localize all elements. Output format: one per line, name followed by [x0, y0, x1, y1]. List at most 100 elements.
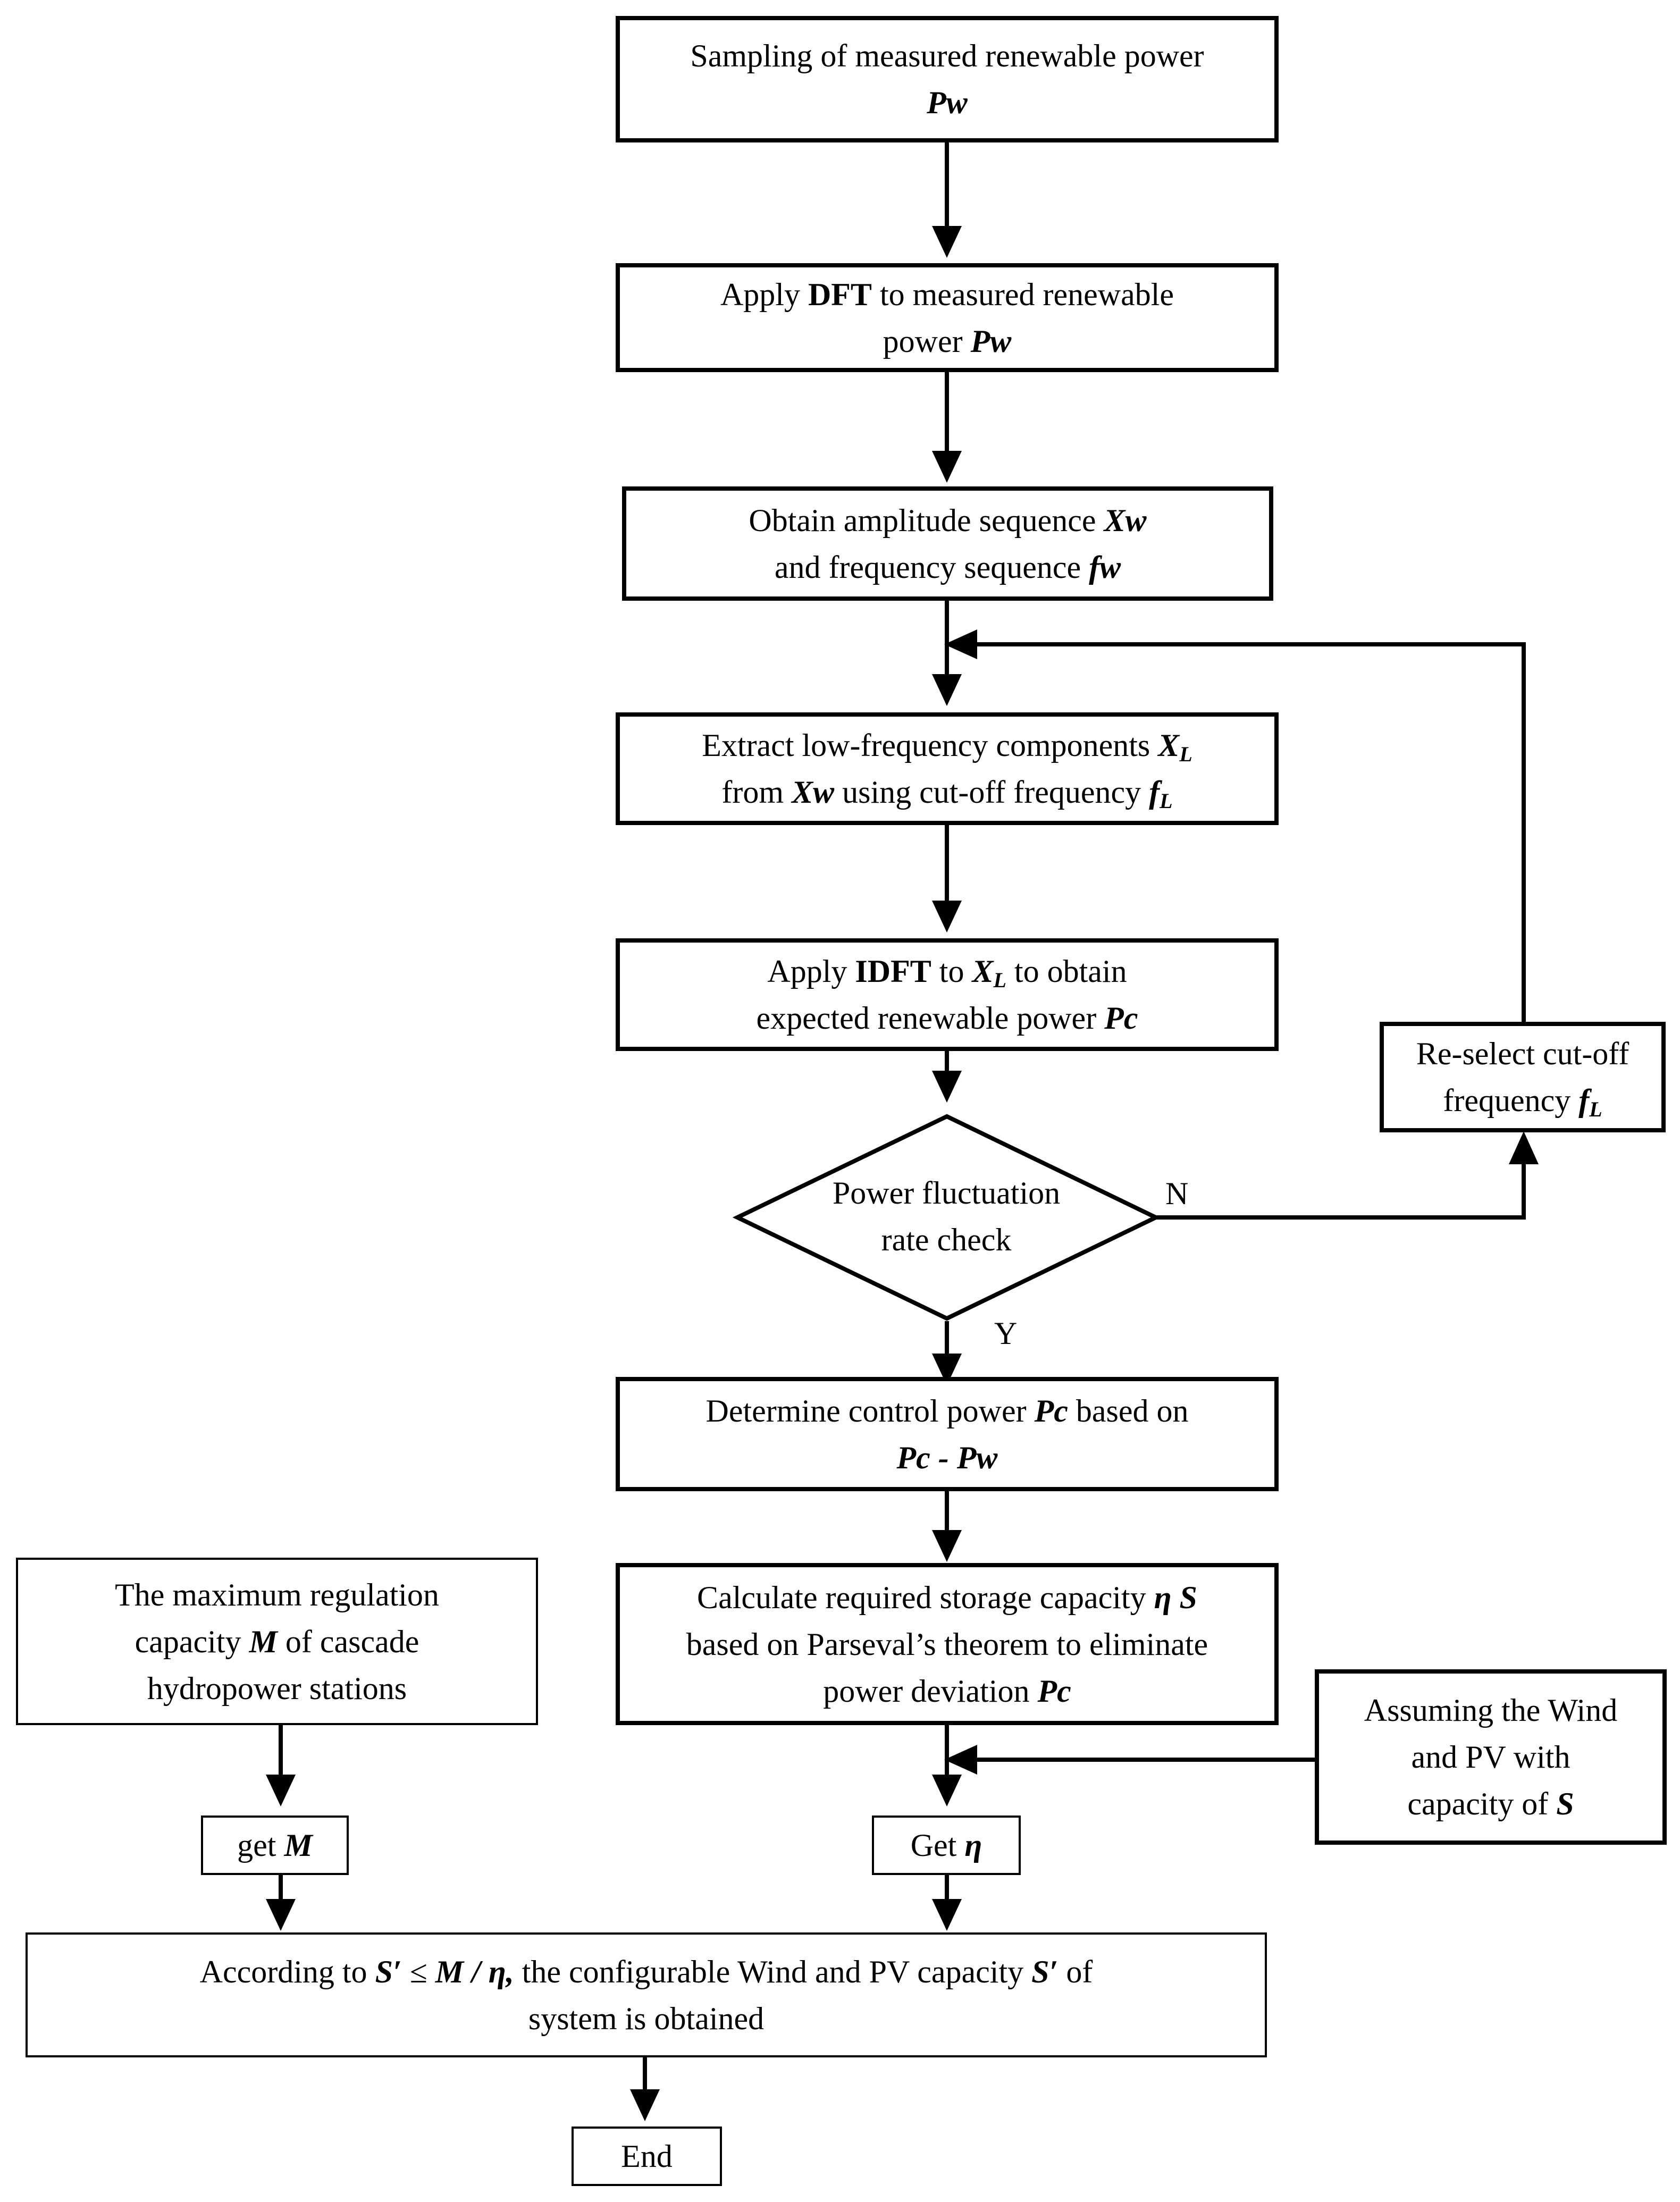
node-idft-text-d: to obtain: [1006, 954, 1127, 989]
decision-power-fluctuation-check: Power fluctuation rate check: [797, 1170, 1095, 1263]
arrowhead-loop: [944, 629, 977, 659]
arrowhead-control: [932, 1354, 962, 1385]
node-geteta-var-eta: η: [964, 1828, 982, 1863]
node-assume-line1: Assuming the Wind: [1364, 1693, 1618, 1728]
node-calc-var-pc: Pc: [1037, 1673, 1071, 1709]
arrowhead-extract: [932, 674, 962, 706]
node-max-regulation-capacity: The maximum regulation capacity M of cas…: [16, 1558, 538, 1725]
node-according-text-a: According to: [199, 1954, 375, 1989]
arrowhead-according: [932, 1899, 962, 1931]
arrowhead-assume: [944, 1745, 977, 1775]
node-obtain-text-b: and frequency sequence: [774, 549, 1089, 585]
node-dft-text-c: to measured renewable: [871, 276, 1174, 312]
node-idft-sub-l: L: [993, 968, 1006, 992]
node-extract-text-a: Extract low-frequency components: [702, 728, 1158, 763]
node-determine-control-power: Determine control power Pc based on Pc -…: [616, 1377, 1279, 1491]
node-geteta-text: Get: [910, 1828, 965, 1863]
node-extract-var-f: f: [1149, 775, 1160, 810]
node-sampling-line1: Sampling of measured renewable power: [690, 38, 1204, 73]
node-according-leq: ≤: [401, 1954, 435, 1989]
arrowhead-dft: [932, 226, 962, 258]
node-extract-sub-l2: L: [1160, 789, 1173, 813]
node-according-var-s-prime-2: S′: [1031, 1954, 1059, 1989]
node-maxreg-text-b: of cascade: [277, 1624, 419, 1659]
node-assume-var-s: S: [1556, 1786, 1574, 1821]
node-reselect-text-b: frequency: [1443, 1083, 1579, 1118]
node-obtain-sequences: Obtain amplitude sequence Xw and frequen…: [622, 486, 1273, 601]
arrowhead-according-left: [266, 1899, 296, 1931]
node-get-m: get M: [201, 1816, 349, 1875]
arrowhead-geteta: [932, 1775, 962, 1806]
node-idft-text-c: to: [931, 954, 972, 989]
node-according-text-c: the configurable Wind and PV capacity: [514, 1954, 1032, 1989]
node-obtain-text-a: Obtain amplitude sequence: [749, 502, 1104, 538]
decision-line1: Power fluctuation: [832, 1175, 1061, 1211]
node-reselect-sub-l: L: [1589, 1097, 1602, 1121]
node-idft-var-pc: Pc: [1104, 1001, 1138, 1036]
node-reselect-cutoff: Re-select cut-off frequency fL: [1380, 1022, 1666, 1132]
node-assume-line2: and PV with: [1411, 1739, 1570, 1775]
arrowhead-calc: [932, 1530, 962, 1562]
node-getm-var-m: M: [284, 1828, 313, 1863]
node-obtain-var-fw: fw: [1089, 549, 1121, 585]
node-extract-sub-l: L: [1179, 742, 1192, 766]
node-maxreg-var-m: M: [249, 1624, 278, 1659]
arrowhead-reselect: [1509, 1131, 1539, 1164]
node-dft-keyword: DFT: [808, 276, 872, 312]
node-extract-text-b: from: [721, 775, 792, 810]
node-reselect-var-f: f: [1578, 1083, 1590, 1118]
node-control-text-b: based on: [1068, 1393, 1189, 1428]
node-calc-text-b: based on Parseval’s theorem to eliminate: [686, 1626, 1208, 1662]
arrowhead-idft: [932, 901, 962, 932]
arrowhead-obtain: [932, 451, 962, 483]
arrow-check-to-reselect: [1156, 1162, 1526, 1220]
node-dft-var-pw: Pw: [970, 323, 1012, 359]
node-end: End: [572, 2127, 722, 2186]
node-maxreg-line3: hydropower stations: [147, 1670, 407, 1706]
arrowhead-end: [630, 2089, 660, 2121]
node-apply-idft: Apply IDFT to XL to obtain expected rene…: [616, 938, 1279, 1051]
node-configurable-capacity: According to S′ ≤ M / η, the configurabl…: [26, 1932, 1267, 2057]
node-calc-text-a: Calculate required storage capacity: [697, 1579, 1154, 1615]
node-idft-var-x: X: [972, 954, 994, 989]
node-calc-text-c: power deviation: [823, 1673, 1038, 1709]
decision-line2: rate check: [881, 1222, 1012, 1257]
node-extract-var-xw: Xw: [792, 775, 835, 810]
node-control-text-a: Determine control power: [705, 1393, 1035, 1428]
decision-diamond: [732, 1114, 1161, 1321]
node-calculate-storage: Calculate required storage capacity η S …: [616, 1563, 1279, 1725]
node-according-line2: system is obtained: [528, 2001, 765, 2036]
node-calc-var-eta-s: η S: [1154, 1579, 1197, 1615]
node-extract-text-c: using cut-off frequency: [834, 775, 1149, 810]
arrow-reselect-to-loop: [973, 642, 1526, 1026]
node-getm-text: get: [237, 1828, 284, 1863]
node-control-var-diff: Pc - Pw: [896, 1440, 998, 1475]
node-idft-keyword: IDFT: [855, 954, 931, 989]
node-sampling-var-pw: Pw: [927, 85, 968, 120]
arrowhead-getm: [266, 1775, 296, 1806]
node-obtain-var-xw: Xw: [1104, 502, 1147, 538]
node-sampling: Sampling of measured renewable power Pw: [616, 16, 1279, 142]
node-maxreg-line1: The maximum regulation: [115, 1577, 439, 1612]
node-assuming-wind-pv: Assuming the Wind and PV with capacity o…: [1315, 1669, 1667, 1845]
node-extract-var-x: X: [1158, 728, 1180, 763]
arrowhead-check: [932, 1071, 962, 1103]
label-no: N: [1165, 1176, 1189, 1211]
node-idft-text-e: expected renewable power: [756, 1001, 1105, 1036]
node-reselect-line1: Re-select cut-off: [1416, 1036, 1629, 1071]
node-control-var-pc: Pc: [1034, 1393, 1068, 1428]
node-extract-low-frequency: Extract low-frequency components XL from…: [616, 712, 1279, 825]
node-apply-dft: Apply DFT to measured renewable power Pw: [616, 263, 1279, 372]
label-yes: Y: [994, 1316, 1018, 1351]
node-get-eta: Get η: [872, 1816, 1021, 1875]
node-according-text-d: of: [1058, 1954, 1093, 1989]
node-according-var-s-prime: S′: [375, 1954, 402, 1989]
node-end-label: End: [621, 2139, 673, 2174]
node-assume-text-a: capacity of: [1407, 1786, 1557, 1821]
node-dft-text-d: power: [883, 323, 971, 359]
node-according-var-m-eta: M / η,: [435, 1954, 514, 1989]
node-idft-text-a: Apply: [767, 954, 855, 989]
node-maxreg-text-a: capacity: [135, 1624, 249, 1659]
